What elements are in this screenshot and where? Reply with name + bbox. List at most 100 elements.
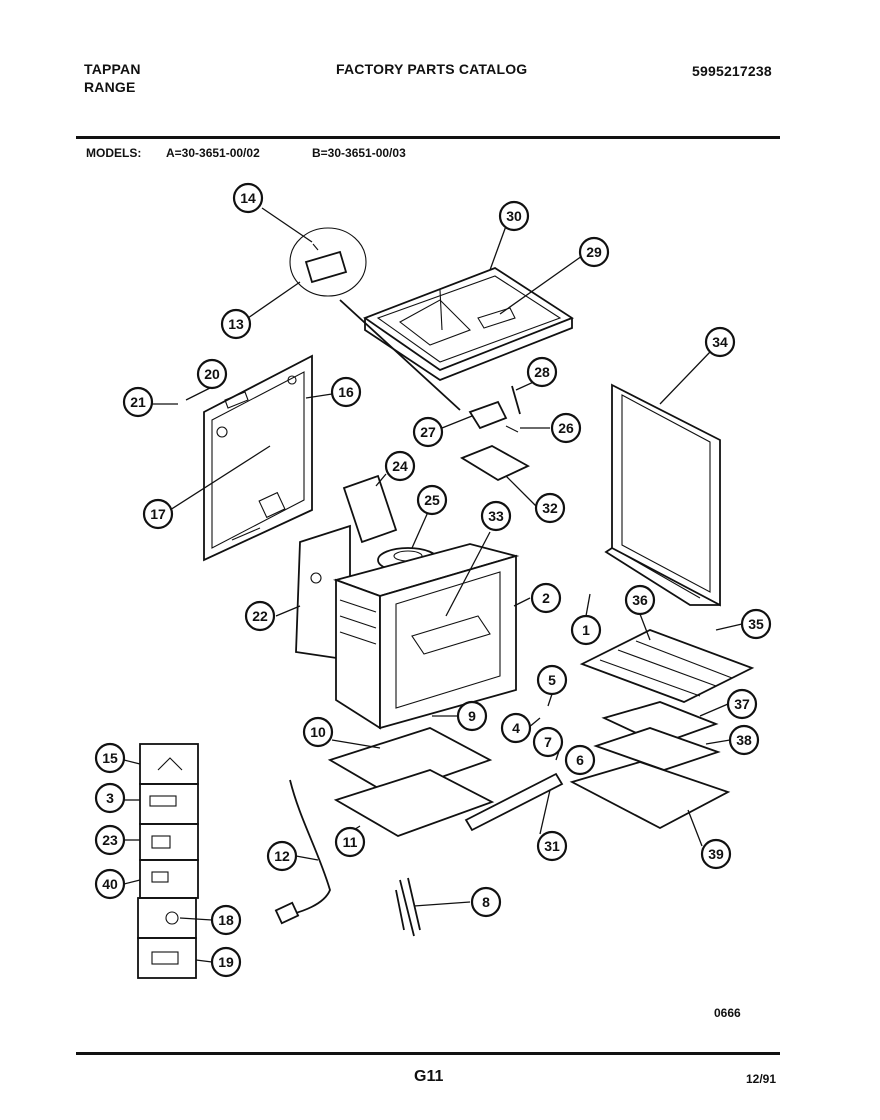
svg-text:17: 17 (150, 506, 166, 522)
thermostat-bulb-part (289, 227, 461, 411)
svg-text:18: 18 (218, 912, 234, 928)
cooktop-part (363, 266, 574, 382)
svg-text:20: 20 (204, 366, 220, 382)
svg-text:31: 31 (544, 838, 560, 854)
igniter-part (395, 877, 421, 937)
callout: 38 (728, 724, 760, 756)
models-label: MODELS: (86, 146, 142, 160)
catalog-number: 5995217238 (692, 63, 772, 79)
callout: 18 (210, 904, 242, 936)
callout: 11 (334, 826, 366, 858)
header-rule (76, 136, 780, 139)
callout: 27 (412, 416, 444, 448)
callout: 16 (330, 376, 362, 408)
callout: 40 (94, 868, 126, 900)
burner-valve-part (468, 385, 521, 433)
svg-text:28: 28 (534, 364, 550, 380)
revision-date: 12/91 (746, 1072, 777, 1086)
oven-rack-part (579, 629, 755, 703)
callout: 24 (384, 450, 416, 482)
broiler-pan-part (569, 701, 731, 830)
callout: 1 (570, 614, 602, 646)
callout: 14 (232, 182, 264, 214)
callout: 7 (532, 726, 564, 758)
product-type: RANGE (84, 79, 136, 95)
svg-text:10: 10 (310, 724, 326, 740)
small-parts-box (137, 743, 199, 979)
callout: 25 (416, 484, 448, 516)
svg-text:21: 21 (130, 394, 146, 410)
callout: 39 (700, 838, 732, 870)
page-label: G11 (414, 1068, 444, 1085)
svg-text:37: 37 (734, 696, 750, 712)
callout: 26 (550, 412, 582, 444)
callout: 29 (578, 236, 610, 268)
svg-text:32: 32 (542, 500, 558, 516)
svg-text:24: 24 (392, 458, 408, 474)
model-a: A=30-3651-00/02 (166, 146, 260, 160)
callout: 17 (142, 498, 174, 530)
callout: 3 (94, 782, 126, 814)
svg-text:16: 16 (338, 384, 354, 400)
callout: 6 (564, 744, 596, 776)
svg-text:3: 3 (106, 790, 114, 806)
svg-text:19: 19 (218, 954, 234, 970)
svg-text:1: 1 (582, 622, 590, 638)
svg-text:6: 6 (576, 752, 584, 768)
callout: 34 (704, 326, 736, 358)
bracket-part (459, 445, 530, 482)
callout: 12 (266, 840, 298, 872)
callout: 28 (526, 356, 558, 388)
power-cord-part (274, 779, 331, 925)
svg-text:12: 12 (274, 848, 290, 864)
callout: 10 (302, 716, 334, 748)
callout: 22 (244, 600, 276, 632)
svg-text:11: 11 (343, 834, 358, 850)
callout: 23 (94, 824, 126, 856)
bottom-panels-part (327, 727, 495, 837)
vent-duct-part (342, 474, 398, 544)
callout: 31 (536, 830, 568, 862)
svg-text:33: 33 (488, 508, 504, 524)
callout: 35 (740, 608, 772, 640)
catalog-title: FACTORY PARTS CATALOG (336, 61, 528, 77)
svg-text:15: 15 (102, 750, 118, 766)
svg-text:26: 26 (558, 420, 574, 436)
svg-text:27: 27 (420, 424, 436, 440)
svg-text:13: 13 (228, 316, 244, 332)
svg-text:35: 35 (748, 616, 764, 632)
svg-text:39: 39 (708, 846, 724, 862)
svg-text:22: 22 (252, 608, 268, 624)
svg-text:30: 30 (506, 208, 522, 224)
svg-text:2: 2 (542, 590, 550, 606)
svg-text:4: 4 (512, 720, 520, 736)
svg-text:40: 40 (102, 876, 118, 892)
callout: 9 (456, 700, 488, 732)
callout: 19 (210, 946, 242, 978)
callout: 32 (534, 492, 566, 524)
callout: 13 (220, 308, 252, 340)
callout: 5 (536, 664, 568, 696)
oven-door-frame-part (604, 383, 721, 607)
callout: 8 (470, 886, 502, 918)
back-panel-part (203, 354, 313, 562)
callout: 20 (196, 358, 228, 390)
svg-text:23: 23 (102, 832, 118, 848)
callout: 37 (726, 688, 758, 720)
footer-rule (76, 1052, 780, 1055)
svg-text:36: 36 (632, 592, 648, 608)
brand-name: TAPPAN (84, 61, 141, 77)
callout: 15 (94, 742, 126, 774)
callout: 2 (530, 582, 562, 614)
model-b: B=30-3651-00/03 (312, 146, 406, 160)
svg-text:38: 38 (736, 732, 752, 748)
drawing-code: 0666 (714, 1006, 741, 1020)
svg-text:25: 25 (424, 492, 440, 508)
svg-text:8: 8 (482, 894, 490, 910)
svg-text:29: 29 (586, 244, 602, 260)
svg-text:9: 9 (468, 708, 476, 724)
callout: 30 (498, 200, 530, 232)
callout: 4 (500, 712, 532, 744)
callout: 33 (480, 500, 512, 532)
